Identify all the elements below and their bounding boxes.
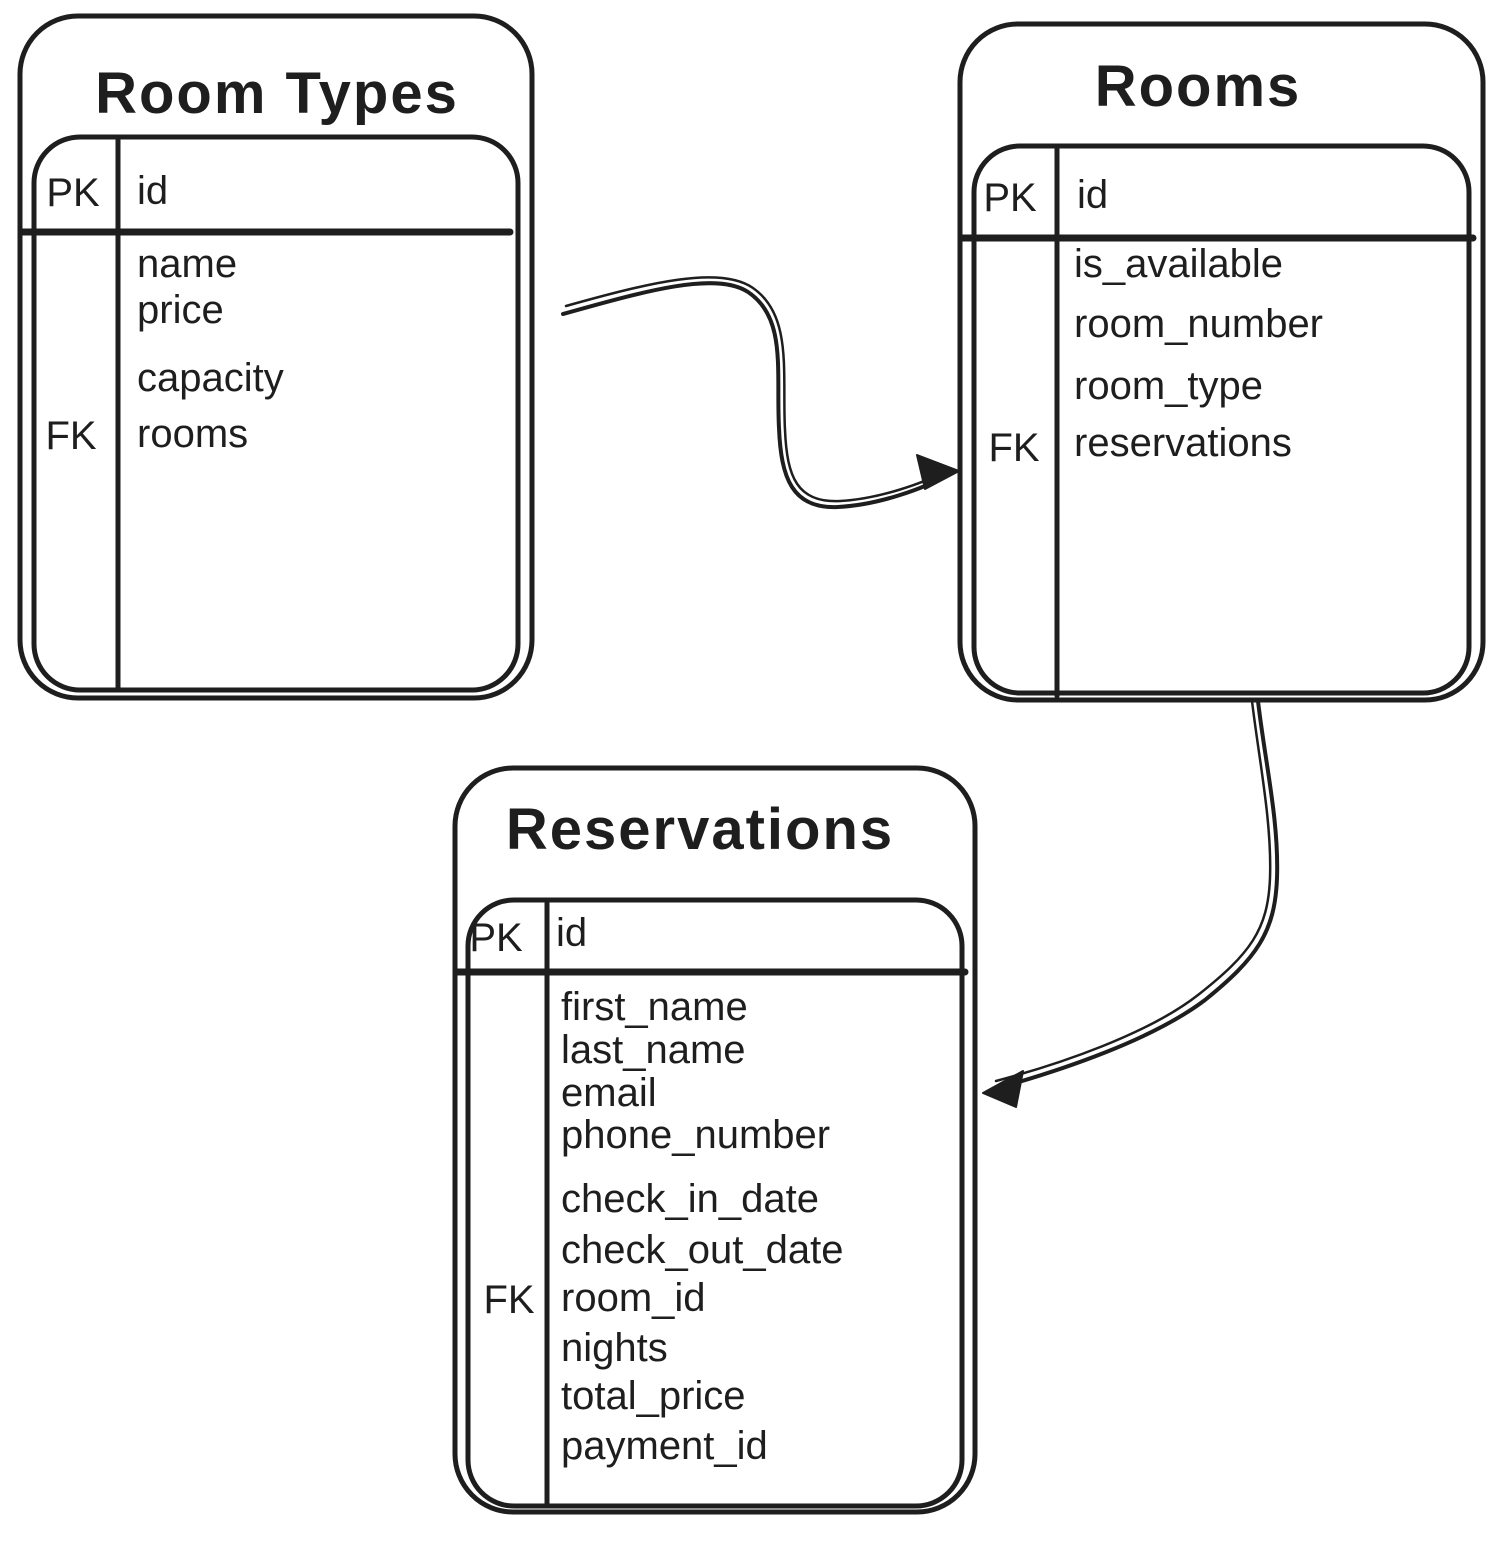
field-label: name (137, 242, 237, 286)
field-label: total_price (561, 1374, 746, 1418)
field-label: email (561, 1071, 657, 1115)
table-title: Reservations (506, 797, 894, 862)
pk-label: PK (983, 176, 1037, 220)
field-label: capacity (137, 356, 284, 400)
reservations-table: Reservations PK id first_name last_name … (452, 765, 978, 1515)
room-types-table: Room Types PK id name price capacity roo… (17, 13, 535, 701)
field-label: room_id (561, 1276, 706, 1320)
arrow-curve (561, 281, 952, 510)
field-label: phone_number (561, 1113, 830, 1157)
table-outline (452, 765, 978, 1515)
field-label: last_name (561, 1028, 746, 1072)
fk-label: FK (45, 414, 96, 458)
pk-label: PK (469, 916, 523, 960)
table-header-box (971, 143, 1472, 696)
field-label: is_available (1074, 242, 1283, 286)
field-label: reservations (1074, 421, 1292, 465)
table-outline (17, 13, 535, 701)
table-header-box (465, 897, 965, 1509)
field-label: rooms (137, 412, 248, 456)
pk-field: id (1077, 173, 1108, 217)
table-title: Room Types (95, 61, 459, 126)
rooms-table: Rooms PK id is_available room_number roo… (957, 21, 1486, 703)
pk-field: id (137, 169, 168, 213)
field-label: check_out_date (561, 1228, 843, 1272)
fk-label: FK (988, 426, 1039, 470)
pk-field: id (556, 911, 587, 955)
relation-arrow-rooms-to-reservations (982, 699, 1280, 1108)
table-title: Rooms (1095, 54, 1302, 119)
arrow-curve-sketch (564, 276, 950, 503)
field-label: payment_id (561, 1424, 768, 1468)
arrow-curve-sketch (994, 699, 1272, 1083)
field-label: check_in_date (561, 1177, 819, 1221)
field-label: first_name (561, 985, 748, 1029)
arrowhead (916, 454, 960, 490)
field-label: room_type (1074, 364, 1263, 408)
field-label: price (137, 288, 224, 332)
table-header-box (31, 134, 521, 693)
table-outline (957, 21, 1486, 703)
field-label: room_number (1074, 302, 1323, 346)
relation-arrow-room-types-to-rooms (561, 276, 960, 510)
arrowhead (982, 1070, 1024, 1108)
pk-label: PK (46, 171, 100, 215)
fk-label: FK (483, 1278, 534, 1322)
field-label: nights (561, 1326, 668, 1370)
arrow-curve (996, 699, 1280, 1090)
